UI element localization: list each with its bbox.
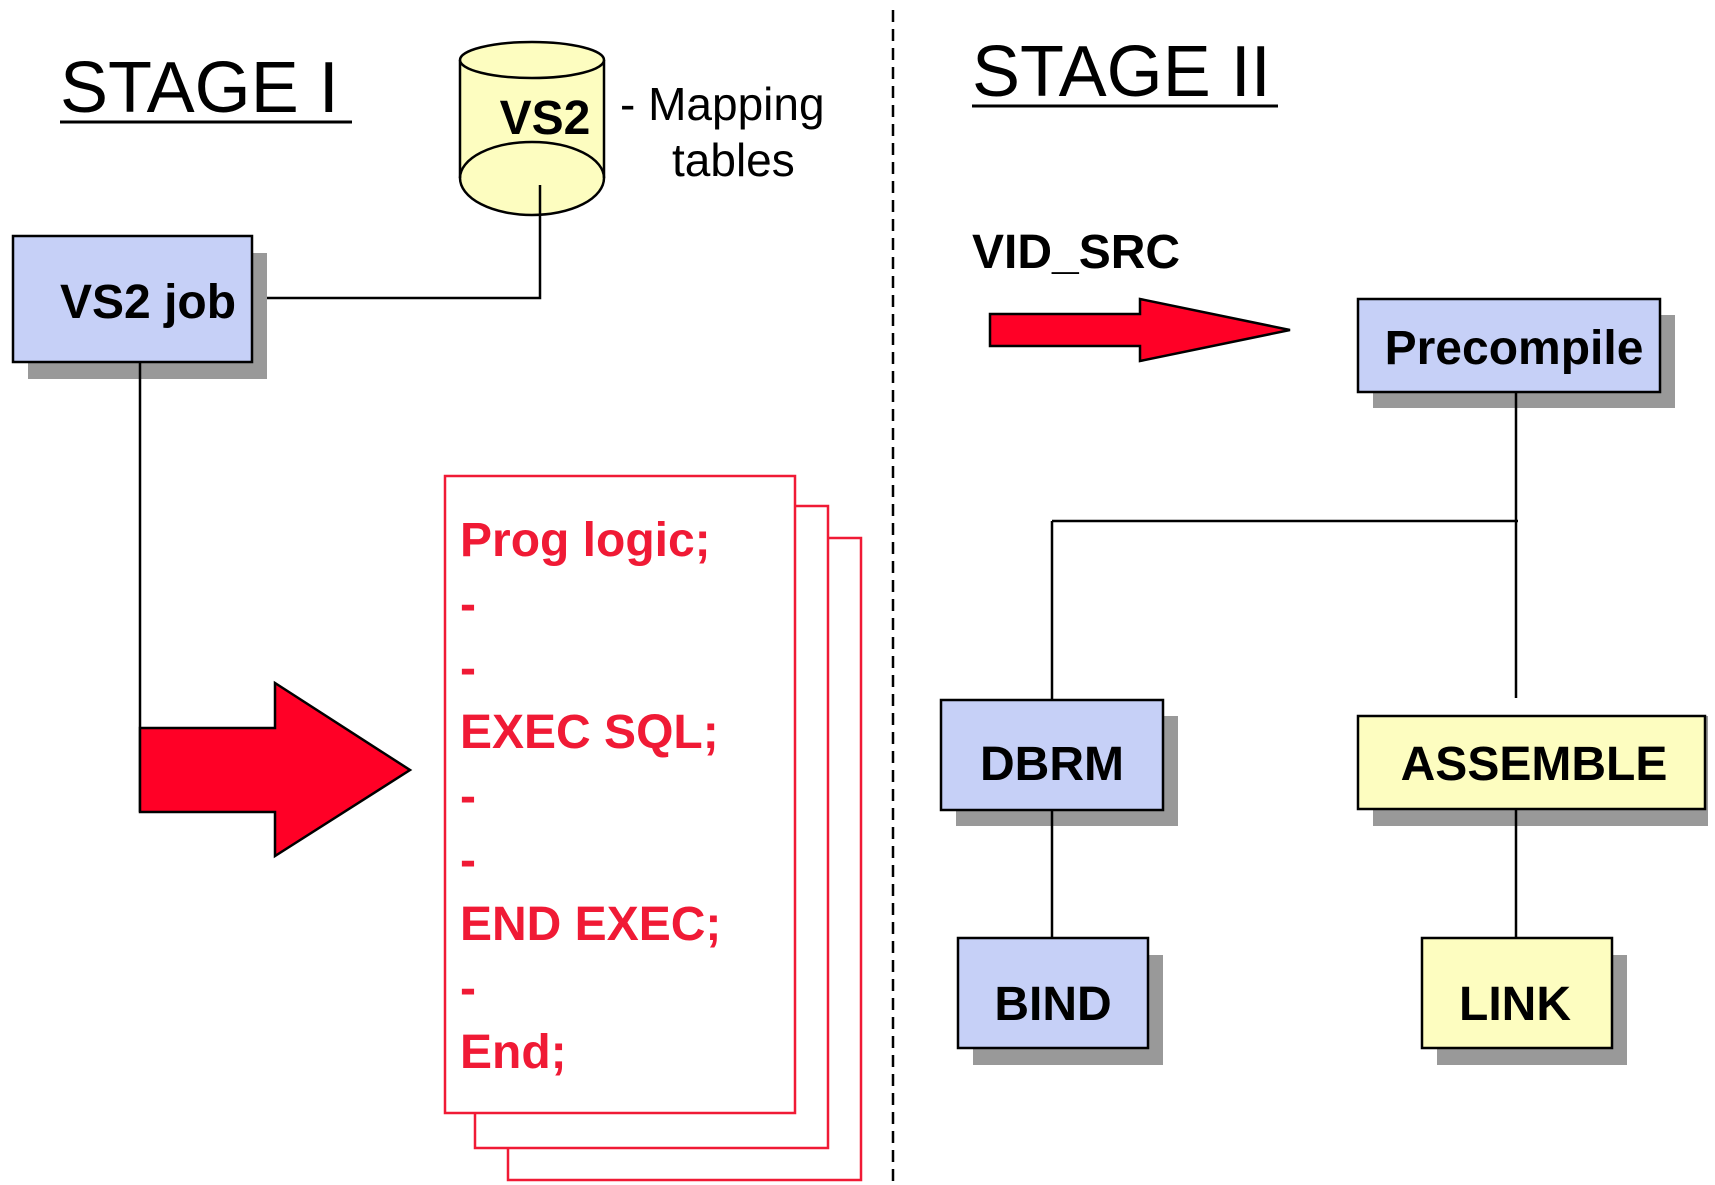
- code-line: -: [460, 642, 476, 695]
- dbrm-label: DBRM: [980, 738, 1124, 791]
- vs2-database-cylinder: VS2: [458, 40, 606, 217]
- program-pages-stack: Prog logic; - - EXEC SQL; - - END EXEC; - End;: [443, 474, 863, 1182]
- code-line: EXEC SQL;: [460, 706, 719, 759]
- front-page: [443, 474, 797, 1115]
- cylinder-body: [458, 60, 606, 217]
- code-line: -: [460, 962, 476, 1015]
- code-line: END EXEC;: [460, 898, 721, 951]
- code-line: -: [460, 770, 476, 823]
- vid-src-label: VID_SRC: [972, 226, 1180, 279]
- assemble-box: [1356, 714, 1707, 811]
- db-label: VS2: [500, 92, 591, 145]
- precompile-label: Precompile: [1385, 322, 1644, 375]
- db-note-line1: - Mapping: [620, 78, 825, 130]
- db-to-job-connector: [250, 185, 542, 300]
- cylinder-top: [458, 40, 606, 80]
- code-line: -: [460, 578, 476, 631]
- link-box: [1420, 936, 1614, 1050]
- code-line: End;: [460, 1026, 567, 1079]
- code-line: -: [460, 834, 476, 887]
- assemble-label: ASSEMBLE: [1401, 738, 1668, 791]
- vs2-job-label: VS2 job: [60, 276, 236, 329]
- dbrm-box: [939, 698, 1165, 812]
- bind-box: [956, 936, 1150, 1050]
- stage2-title: STAGE II: [972, 32, 1271, 112]
- vid-src-arrow: [988, 297, 1291, 363]
- vs2-job-box: [11, 234, 254, 364]
- code-line: Prog logic;: [460, 514, 711, 567]
- precompile-box: [1356, 297, 1662, 394]
- code-lines: Prog logic; - - EXEC SQL; - - END EXEC; - End;: [460, 514, 721, 1079]
- big-red-arrow: [138, 680, 413, 859]
- cylinder-rim: [458, 140, 606, 179]
- db-note-line2: tables: [672, 134, 795, 186]
- stage1-title: STAGE I: [60, 48, 339, 128]
- bind-label: BIND: [994, 978, 1111, 1031]
- link-label: LINK: [1459, 978, 1571, 1031]
